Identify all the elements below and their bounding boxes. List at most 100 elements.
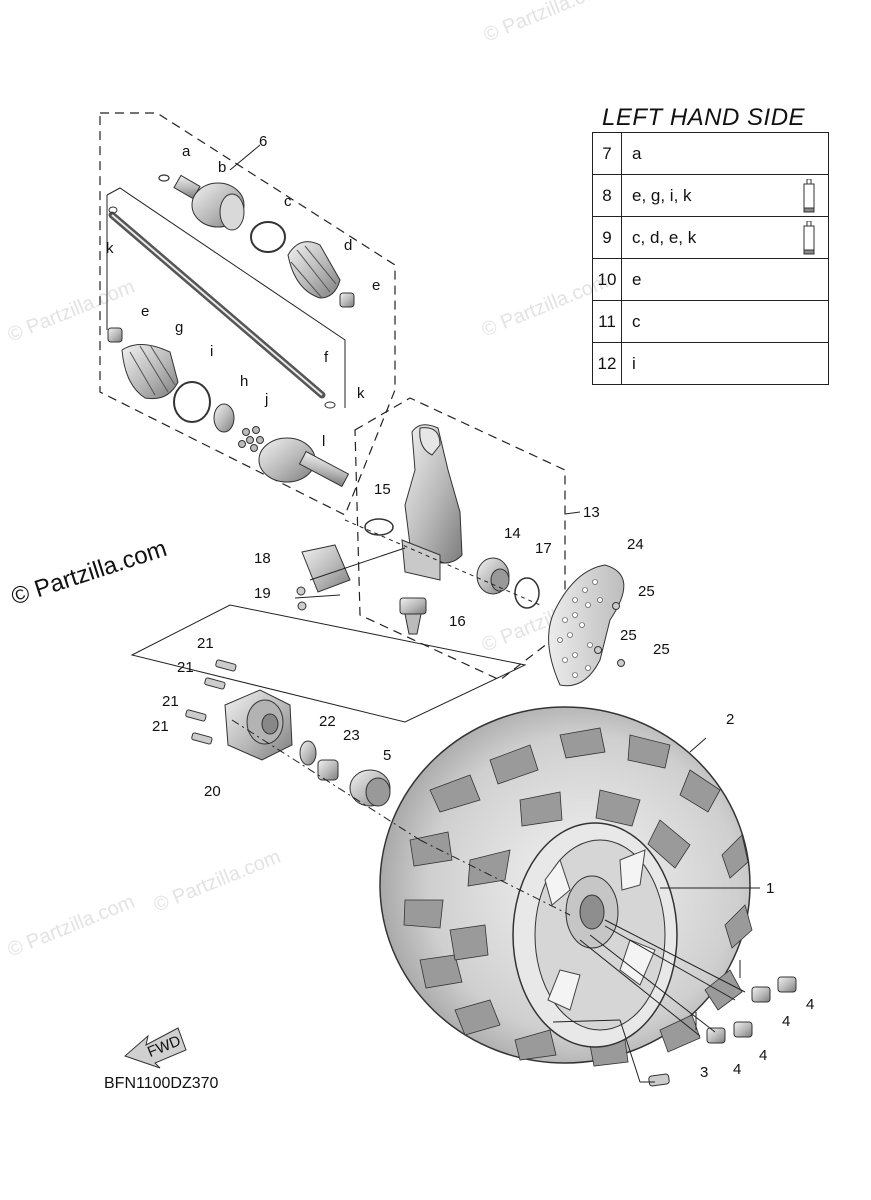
table-row: 11 c xyxy=(592,300,829,343)
table-row: 12 i xyxy=(592,342,829,385)
grease-tube-icon xyxy=(803,221,815,255)
wheel-hub-20 xyxy=(224,689,293,761)
driveshaft-assembly-outline xyxy=(99,112,396,516)
band-e xyxy=(107,327,123,343)
shaft-subassembly-bracket xyxy=(106,187,346,408)
callout-23: 23 xyxy=(343,727,360,744)
cv-joint-b xyxy=(173,174,245,231)
callout-14: 14 xyxy=(504,525,521,542)
row-number: 8 xyxy=(592,174,622,217)
band-c xyxy=(250,221,286,253)
row-value: c xyxy=(621,300,829,343)
callout-25: 25 xyxy=(620,627,637,644)
hub-assembly-outline xyxy=(130,604,527,723)
row-number: 12 xyxy=(592,342,622,385)
hub-stud-21 xyxy=(185,659,237,745)
boot-g xyxy=(121,344,179,400)
row-number: 9 xyxy=(592,216,622,259)
forward-direction-arrow: FWD xyxy=(124,1027,187,1069)
row-value: a xyxy=(621,132,829,175)
callout-4: 4 xyxy=(759,1047,767,1064)
wheel-rim-1 xyxy=(512,822,678,1048)
callout-21: 21 xyxy=(152,718,169,735)
hub-nut-23 xyxy=(317,759,339,781)
callout-g: g xyxy=(175,319,183,336)
brake-disc-24 xyxy=(548,564,625,687)
bolt-25 xyxy=(594,646,602,654)
callout-13: 13 xyxy=(583,504,600,521)
bolt-25 xyxy=(617,659,625,667)
callout-c: c xyxy=(284,193,292,210)
callout-15: 15 xyxy=(374,481,391,498)
callout-e: e xyxy=(141,303,149,320)
callout-21: 21 xyxy=(162,693,179,710)
washer-h xyxy=(213,403,235,433)
row-number: 7 xyxy=(592,132,622,175)
inner-joint-l xyxy=(258,437,350,488)
table-row: 10 e xyxy=(592,258,829,301)
left-hand-side-title: LEFT HAND SIDE xyxy=(602,104,806,131)
callout-h: h xyxy=(240,373,248,390)
callout-19: 19 xyxy=(254,585,271,602)
callout-d: d xyxy=(344,237,352,254)
row-value: c, d, e, k xyxy=(621,216,829,259)
callout-5: 5 xyxy=(383,747,391,764)
table-row: 8 e, g, i, k xyxy=(592,174,829,217)
clip-k xyxy=(108,206,118,214)
boot-d xyxy=(287,241,341,299)
washer-22 xyxy=(299,740,317,766)
bolt-25 xyxy=(612,602,620,610)
callout-20: 20 xyxy=(204,783,221,800)
table-row: 7 a xyxy=(592,132,829,175)
left-hand-side-table: 7 a 8 e, g, i, k 9 c, d, e, k 10 e 11 c … xyxy=(592,132,829,385)
callout-j: j xyxy=(264,391,268,408)
table-row: 9 c, d, e, k xyxy=(592,216,829,259)
callout-a: a xyxy=(182,143,191,160)
callout-16: 16 xyxy=(449,613,466,630)
valve-3 xyxy=(648,1073,670,1087)
callout-17: 17 xyxy=(535,540,552,557)
ball-joint-16 xyxy=(399,597,427,635)
callout-6: 6 xyxy=(259,133,267,150)
callout-k: k xyxy=(357,385,365,402)
lug-nut-4 xyxy=(706,976,797,1044)
callout-2: 2 xyxy=(726,711,734,728)
callout-i: i xyxy=(210,343,213,360)
callout-4: 4 xyxy=(733,1061,741,1078)
callout-e: e xyxy=(372,277,380,294)
band-e xyxy=(339,292,355,308)
callout-f: f xyxy=(324,349,329,366)
hub-cap-5 xyxy=(349,769,391,807)
wheel-bearing-14 xyxy=(476,557,510,595)
bearing-balls-j xyxy=(238,426,264,452)
callout-21: 21 xyxy=(197,635,214,652)
callout-25: 25 xyxy=(638,583,655,600)
callout-22: 22 xyxy=(319,713,336,730)
callout-3: 3 xyxy=(700,1064,708,1081)
screw-19 xyxy=(297,601,307,611)
row-value: i xyxy=(621,342,829,385)
grease-tube-icon xyxy=(803,179,815,213)
row-value: e, g, i, k xyxy=(621,174,829,217)
callout-4: 4 xyxy=(782,1013,790,1030)
band-i xyxy=(173,381,211,423)
steering-knuckle xyxy=(401,424,463,581)
callout-b: b xyxy=(218,159,226,176)
callout-24: 24 xyxy=(627,536,644,553)
clip-k xyxy=(324,401,336,409)
diagram-code: BFN1100DZ370 xyxy=(104,1075,219,1092)
callout-25: 25 xyxy=(653,641,670,658)
callout-4: 4 xyxy=(806,996,814,1013)
callout-1: 1 xyxy=(766,880,774,897)
callout-21: 21 xyxy=(177,659,194,676)
o-ring-15 xyxy=(364,518,394,536)
callout-k: k xyxy=(106,240,114,257)
circlip-17 xyxy=(514,577,540,609)
callout-18: 18 xyxy=(254,550,271,567)
screw-19 xyxy=(296,586,306,596)
circlip-a xyxy=(158,174,170,182)
row-number: 10 xyxy=(592,258,622,301)
row-number: 11 xyxy=(592,300,622,343)
row-value: e xyxy=(621,258,829,301)
